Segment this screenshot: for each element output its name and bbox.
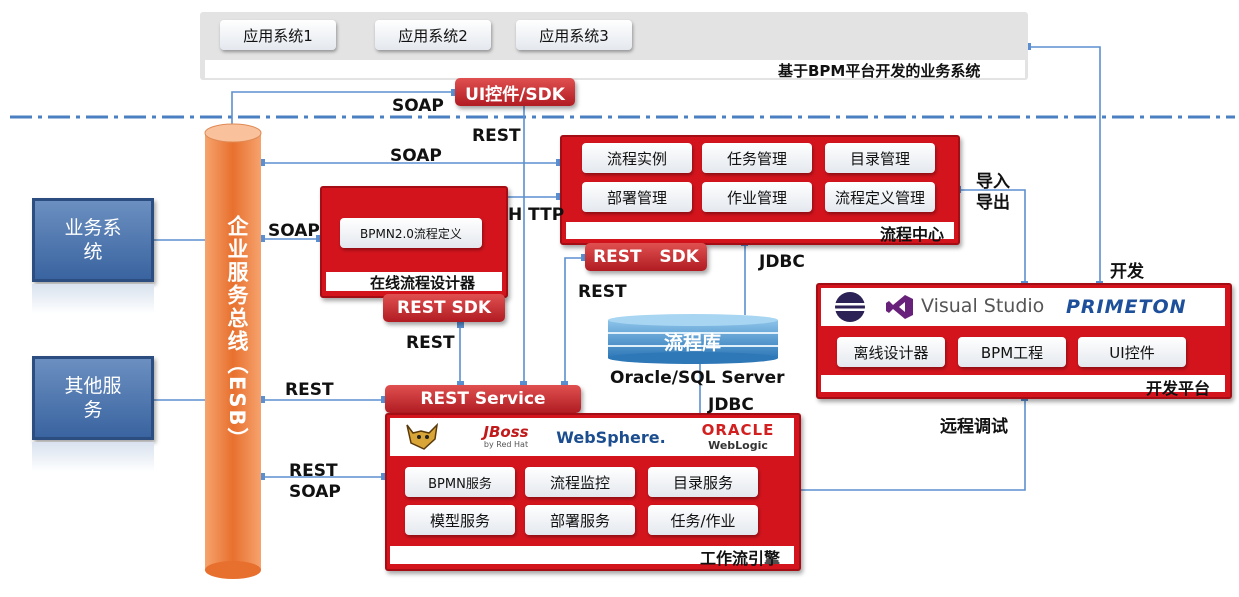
visual-studio-label: Visual Studio xyxy=(921,295,1045,317)
engine-deploy-service: 部署服务 xyxy=(525,505,635,535)
online-designer-caption-bar xyxy=(326,272,502,291)
app-system-3: 应用系统3 xyxy=(516,20,632,50)
label-soap-left: SOAP xyxy=(268,221,320,241)
label-soap-mid: SOAP xyxy=(390,146,442,166)
pc-task-management: 任务管理 xyxy=(702,143,812,173)
engine-bpmn-service: BPMN服务 xyxy=(405,467,515,497)
dev-platform-caption-bar xyxy=(821,375,1225,392)
label-develop: 开发 xyxy=(1110,262,1144,282)
app-system-2: 应用系统2 xyxy=(375,20,491,50)
pc-deploy-management: 部署管理 xyxy=(582,182,692,212)
label-rest-soap: REST SOAP xyxy=(289,461,341,502)
jboss-logo: JBoss by Red Hat xyxy=(483,423,529,449)
online-designer-caption: 在线流程设计器 xyxy=(370,274,476,292)
process-center-caption: 流程中心 xyxy=(880,225,945,244)
engine-catalog-service: 目录服务 xyxy=(648,467,758,497)
visual-studio-icon xyxy=(880,292,920,322)
offline-designer-chip: 离线设计器 xyxy=(837,337,945,367)
pc-catalog-management: 目录管理 xyxy=(825,143,935,173)
process-db-label: 流程库 xyxy=(664,332,722,354)
rest-sdk-upper: REST SDK xyxy=(585,243,707,271)
label-jdbc-2: JDBC xyxy=(708,395,754,415)
engine-caption-bar xyxy=(390,546,794,564)
business-system-caption: 基于BPM平台开发的业务系统 xyxy=(778,62,981,80)
label-rest-top: REST xyxy=(472,126,521,146)
business-system-box: 业务系 统 xyxy=(32,198,154,282)
rest-sdk-lower: REST SDK xyxy=(383,294,505,322)
ui-control-chip: UI控件 xyxy=(1078,337,1186,367)
label-http: H TTP xyxy=(508,205,565,225)
websphere-logo: WebSphere. xyxy=(556,427,666,447)
engine-logo-bar xyxy=(390,418,794,456)
label-rest-sdk: REST xyxy=(578,282,627,302)
database-cylinder xyxy=(608,314,778,364)
other-service-reflection xyxy=(32,442,154,472)
bpmn-definition-chip: BPMN2.0流程定义 xyxy=(340,218,482,248)
oracle-weblogic-logo: ORACLE WebLogic xyxy=(701,421,775,453)
ui-sdk-label: UI控件/SDK xyxy=(455,78,575,106)
rest-service-label: REST Service xyxy=(385,385,581,413)
engine-process-monitor: 流程监控 xyxy=(525,467,635,497)
label-rest-left: REST xyxy=(285,380,334,400)
dev-platform-caption: 开发平台 xyxy=(1146,379,1211,398)
label-rest-under-sdk: REST xyxy=(406,333,455,353)
engine-model-service: 模型服务 xyxy=(405,505,515,535)
app-system-1: 应用系统1 xyxy=(220,20,336,50)
business-system-reflection xyxy=(32,284,154,314)
engine-caption: 工作流引擎 xyxy=(700,549,781,568)
process-center-caption-bar xyxy=(566,222,954,239)
pc-job-management: 作业管理 xyxy=(702,182,812,212)
pc-process-def-management: 流程定义管理 xyxy=(825,182,935,212)
label-remote-debug: 远程调试 xyxy=(940,417,1008,437)
label-jdbc-1: JDBC xyxy=(759,252,805,272)
other-service-box: 其他服 务 xyxy=(32,356,154,440)
bpm-project-chip: BPM工程 xyxy=(958,337,1066,367)
tomcat-icon xyxy=(395,420,453,454)
eclipse-icon xyxy=(828,290,872,324)
db-caption: Oracle/SQL Server xyxy=(610,368,785,388)
label-import-export: 导入 导出 xyxy=(976,172,1010,213)
esb-label: 企业服务总线（ESB） xyxy=(225,215,249,451)
label-soap-top: SOAP xyxy=(392,96,444,116)
pc-process-instance: 流程实例 xyxy=(582,143,692,173)
business-system-strip xyxy=(205,60,1025,78)
engine-task-job: 任务/作业 xyxy=(648,505,758,535)
primeton-logo: PRIMETON xyxy=(1066,296,1187,318)
